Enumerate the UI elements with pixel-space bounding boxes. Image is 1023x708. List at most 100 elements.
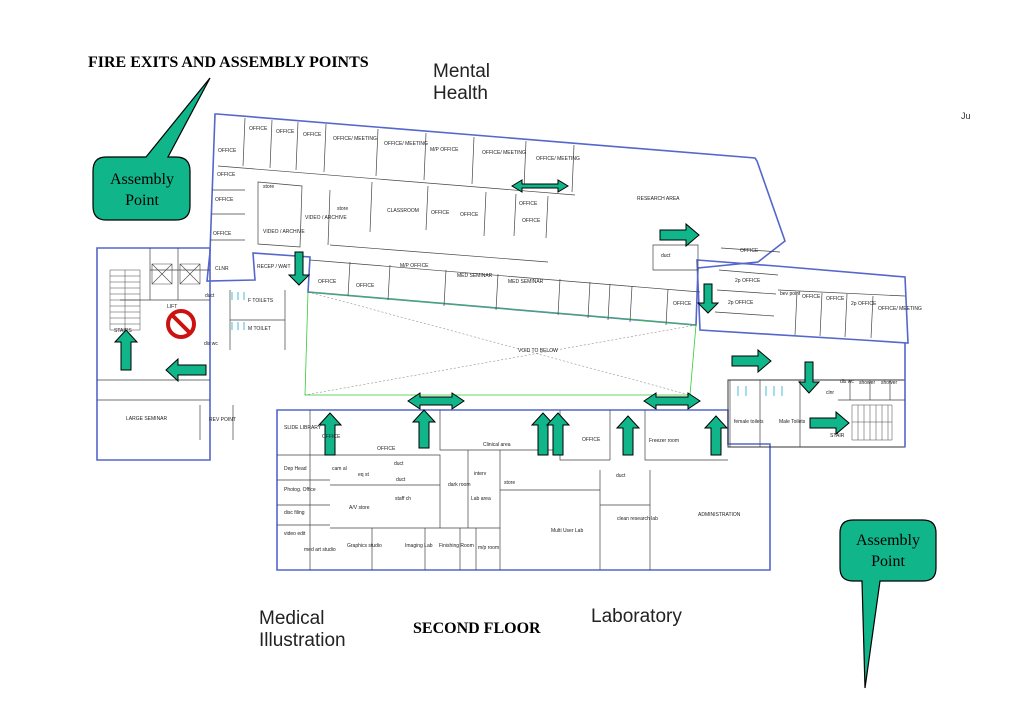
- room-label: OFFICE: [802, 294, 821, 300]
- room-label: med art studio: [304, 547, 336, 553]
- floor-label: SECOND FLOOR: [413, 620, 541, 637]
- room-label: STAIRS: [114, 328, 132, 334]
- exit-arrow: [703, 415, 729, 456]
- page-title: FIRE EXITS AND ASSEMBLY POINTS: [88, 54, 369, 71]
- room-label: OFFICE: [217, 172, 236, 178]
- room-label: OFFICE: [318, 279, 337, 285]
- room-label: M TOILET: [248, 326, 271, 332]
- room-label: OFFICE/ MEETING: [384, 141, 428, 147]
- room-label: OFFICE: [356, 283, 375, 289]
- room-label: interv: [474, 471, 487, 477]
- assembly-line: Assembly: [856, 532, 920, 549]
- room-label: OFFICE: [740, 248, 759, 254]
- room-label: OFFICE: [519, 201, 538, 207]
- room-label: OFFICE: [215, 197, 234, 203]
- room-label: 2p OFFICE: [851, 301, 877, 307]
- room-label: OFFICE: [431, 210, 450, 216]
- room-label: store: [263, 184, 274, 190]
- exit-arrow: [797, 361, 821, 394]
- zone-label-medical-illustration: Medical Illustration: [259, 608, 346, 652]
- zone-line: Mental: [433, 61, 491, 82]
- room-label: OFFICE: [582, 437, 601, 443]
- assembly-line: Assembly: [110, 171, 174, 188]
- assembly-line: Point: [125, 192, 159, 209]
- exit-arrow: [696, 283, 720, 314]
- room-label: Imaging Lab: [405, 543, 433, 549]
- room-label: MED SEMINAR: [508, 279, 544, 285]
- room-label: VIDEO / ARCHIVE: [263, 229, 305, 235]
- room-label: Dep Head: [284, 466, 307, 472]
- stair-east: [851, 404, 893, 441]
- exit-arrow: [615, 415, 641, 456]
- room-label: REV POINT: [209, 417, 236, 423]
- room-label: 2p OFFICE: [735, 278, 761, 284]
- exit-arrow: [407, 392, 465, 410]
- room-label: Multi User Lab: [551, 528, 583, 534]
- room-label: bev point: [780, 291, 801, 297]
- room-label: OFFICE/ MEETING: [333, 136, 377, 142]
- building-walls: [96, 113, 909, 571]
- room-label: A/V store: [349, 505, 370, 511]
- zone-label-mental-health: Mental Health: [433, 61, 490, 105]
- room-label: Freezer room: [649, 438, 679, 444]
- exit-arrow: [809, 410, 850, 436]
- exit-arrow: [287, 251, 311, 286]
- room-label: VIDEO / ARCHIVE: [305, 215, 347, 221]
- exit-arrow: [511, 179, 569, 193]
- zone-label-laboratory: Laboratory: [591, 606, 682, 628]
- room-label: CLNR: [215, 266, 229, 272]
- room-label: duct: [616, 473, 626, 479]
- room-label: F TOILETS: [248, 298, 274, 304]
- room-label: duct: [661, 253, 671, 259]
- room-label: LIFT: [167, 304, 177, 310]
- exit-arrow: [530, 412, 556, 456]
- room-label: OFFICE: [322, 434, 341, 440]
- exit-arrow: [731, 348, 772, 374]
- stair-west: [109, 269, 141, 331]
- exit-arrow: [165, 357, 207, 383]
- exit-arrow: [659, 222, 700, 248]
- room-label: video edit: [284, 531, 306, 537]
- room-label: Lab area: [471, 496, 491, 502]
- room-label: RESEARCH AREA: [637, 196, 680, 202]
- room-label: cam al: [332, 466, 347, 472]
- room-label: clean research lab: [617, 516, 658, 522]
- zone-line: Illustration: [259, 630, 346, 651]
- room-label: Clinical area: [483, 442, 511, 448]
- room-label: shower: [881, 380, 897, 386]
- room-label: OFFICE: [460, 212, 479, 218]
- room-label: dis wc: [840, 379, 854, 385]
- room-label: OFFICE: [213, 231, 232, 237]
- zone-line: Medical: [259, 608, 325, 629]
- room-label: 2p OFFICE: [728, 300, 754, 306]
- room-label: MED SEMINAR: [457, 273, 493, 279]
- room-label: Finishing Room: [439, 543, 474, 549]
- zone-line: Laboratory: [591, 606, 682, 627]
- room-labels: OFFICE OFFICE OFFICE OFFICE/ MEETING OFF…: [114, 126, 922, 553]
- exit-arrow: [545, 412, 571, 456]
- room-label: eq st: [358, 472, 369, 478]
- room-label: OFFICE: [522, 218, 541, 224]
- room-label: female toilets: [734, 419, 764, 425]
- room-label: shower: [859, 380, 875, 386]
- assembly-line: Point: [871, 553, 905, 570]
- exit-arrow: [411, 409, 437, 449]
- no-entry-icon: [166, 309, 196, 339]
- assembly-callout-right: [839, 519, 937, 689]
- room-label: OFFICE: [826, 296, 845, 302]
- room-label: OFFICE/ MEETING: [878, 306, 922, 312]
- exit-arrow: [317, 412, 343, 456]
- room-label: OFFICE: [303, 132, 322, 138]
- assembly-point-right-label: Assembly Point: [843, 530, 933, 572]
- room-label: VOID TO BELOW: [518, 348, 558, 354]
- room-partitions: [97, 117, 906, 570]
- lift: [151, 263, 201, 285]
- room-label: OFFICE: [673, 301, 692, 307]
- toilet-fixtures: [231, 292, 783, 396]
- room-label: OFFICE: [276, 129, 295, 135]
- room-label: dis wc: [204, 341, 218, 347]
- room-label: M/P OFFICE: [400, 263, 429, 269]
- fire-exit-arrows: [113, 179, 850, 456]
- room-label: store: [337, 206, 348, 212]
